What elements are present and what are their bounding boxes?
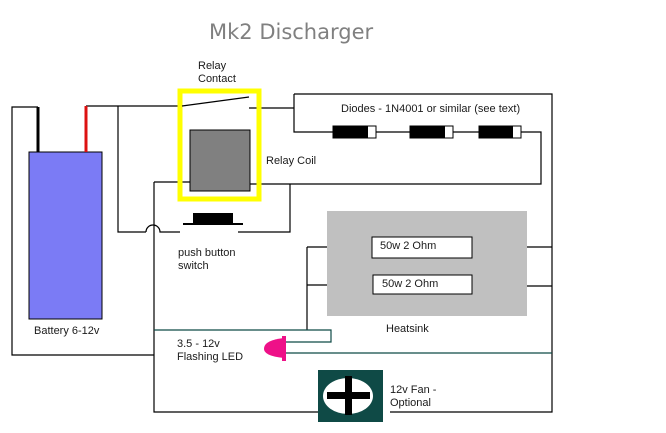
diode-1 bbox=[332, 125, 377, 139]
diodes bbox=[332, 125, 522, 139]
resistor-2-body bbox=[372, 274, 473, 295]
diode-2 bbox=[409, 125, 454, 139]
battery bbox=[28, 106, 103, 320]
relay-coil-label: Relay Coil bbox=[266, 155, 317, 167]
wire-left-vertical bbox=[153, 182, 318, 413]
battery-label: Battery 6-12v bbox=[34, 325, 100, 337]
wire-diode-top bbox=[294, 93, 553, 413]
heatsink-label: Heatsink bbox=[386, 323, 429, 335]
diodes-label: Diodes - 1N4001 or similar (see text) bbox=[341, 103, 521, 115]
fan-label-line-1: 12v Fan - bbox=[390, 384, 437, 396]
heatsink-plate bbox=[327, 211, 527, 316]
wire-led-top bbox=[154, 329, 332, 343]
push-button-cap bbox=[193, 213, 233, 223]
led-wires bbox=[154, 329, 552, 354]
wire-rail-to-switch bbox=[117, 106, 146, 233]
push-button-label-line-2: switch bbox=[178, 260, 209, 272]
wire-battery-negative-loop bbox=[11, 106, 154, 356]
led-flange bbox=[282, 336, 286, 361]
relay-coil-block bbox=[189, 129, 251, 192]
fan bbox=[318, 370, 383, 422]
diode-3 bbox=[478, 125, 522, 139]
diagram-title: Mk2 Discharger bbox=[209, 20, 374, 44]
relay-contact-label-line-2: Contact bbox=[198, 73, 236, 85]
relay-contact-label: Relay Contact bbox=[198, 60, 236, 86]
push-button-switch bbox=[183, 213, 243, 225]
flashing-led bbox=[263, 336, 286, 361]
battery-body bbox=[28, 151, 103, 320]
wire-diode-bracket bbox=[293, 94, 333, 133]
wire-coil-right bbox=[249, 131, 542, 185]
relay-contact-label-line-1: Relay bbox=[198, 60, 227, 72]
fan-label: 12v Fan - Optional bbox=[390, 384, 436, 410]
wire-hop bbox=[145, 224, 180, 233]
resistor-1-body bbox=[371, 236, 473, 259]
relay-contact-arm bbox=[181, 96, 250, 107]
resistor-1-label: 50w 2 Ohm bbox=[380, 240, 437, 252]
relay bbox=[177, 88, 262, 202]
resistor-2-label: 50w 2 Ohm bbox=[382, 278, 439, 290]
fan-label-line-2: Optional bbox=[390, 397, 431, 409]
led-label-line-1: 3.5 - 12v bbox=[177, 338, 220, 350]
wire-switch-right bbox=[238, 184, 291, 233]
push-button-label: push button switch bbox=[178, 247, 236, 273]
fan-plus-vertical bbox=[345, 376, 352, 415]
led-label: 3.5 - 12v Flashing LED bbox=[177, 338, 243, 364]
push-button-label-line-1: push button bbox=[178, 247, 236, 259]
led-label-line-2: Flashing LED bbox=[177, 351, 244, 363]
led-body bbox=[263, 338, 284, 358]
relay-highlight-box bbox=[177, 88, 262, 202]
